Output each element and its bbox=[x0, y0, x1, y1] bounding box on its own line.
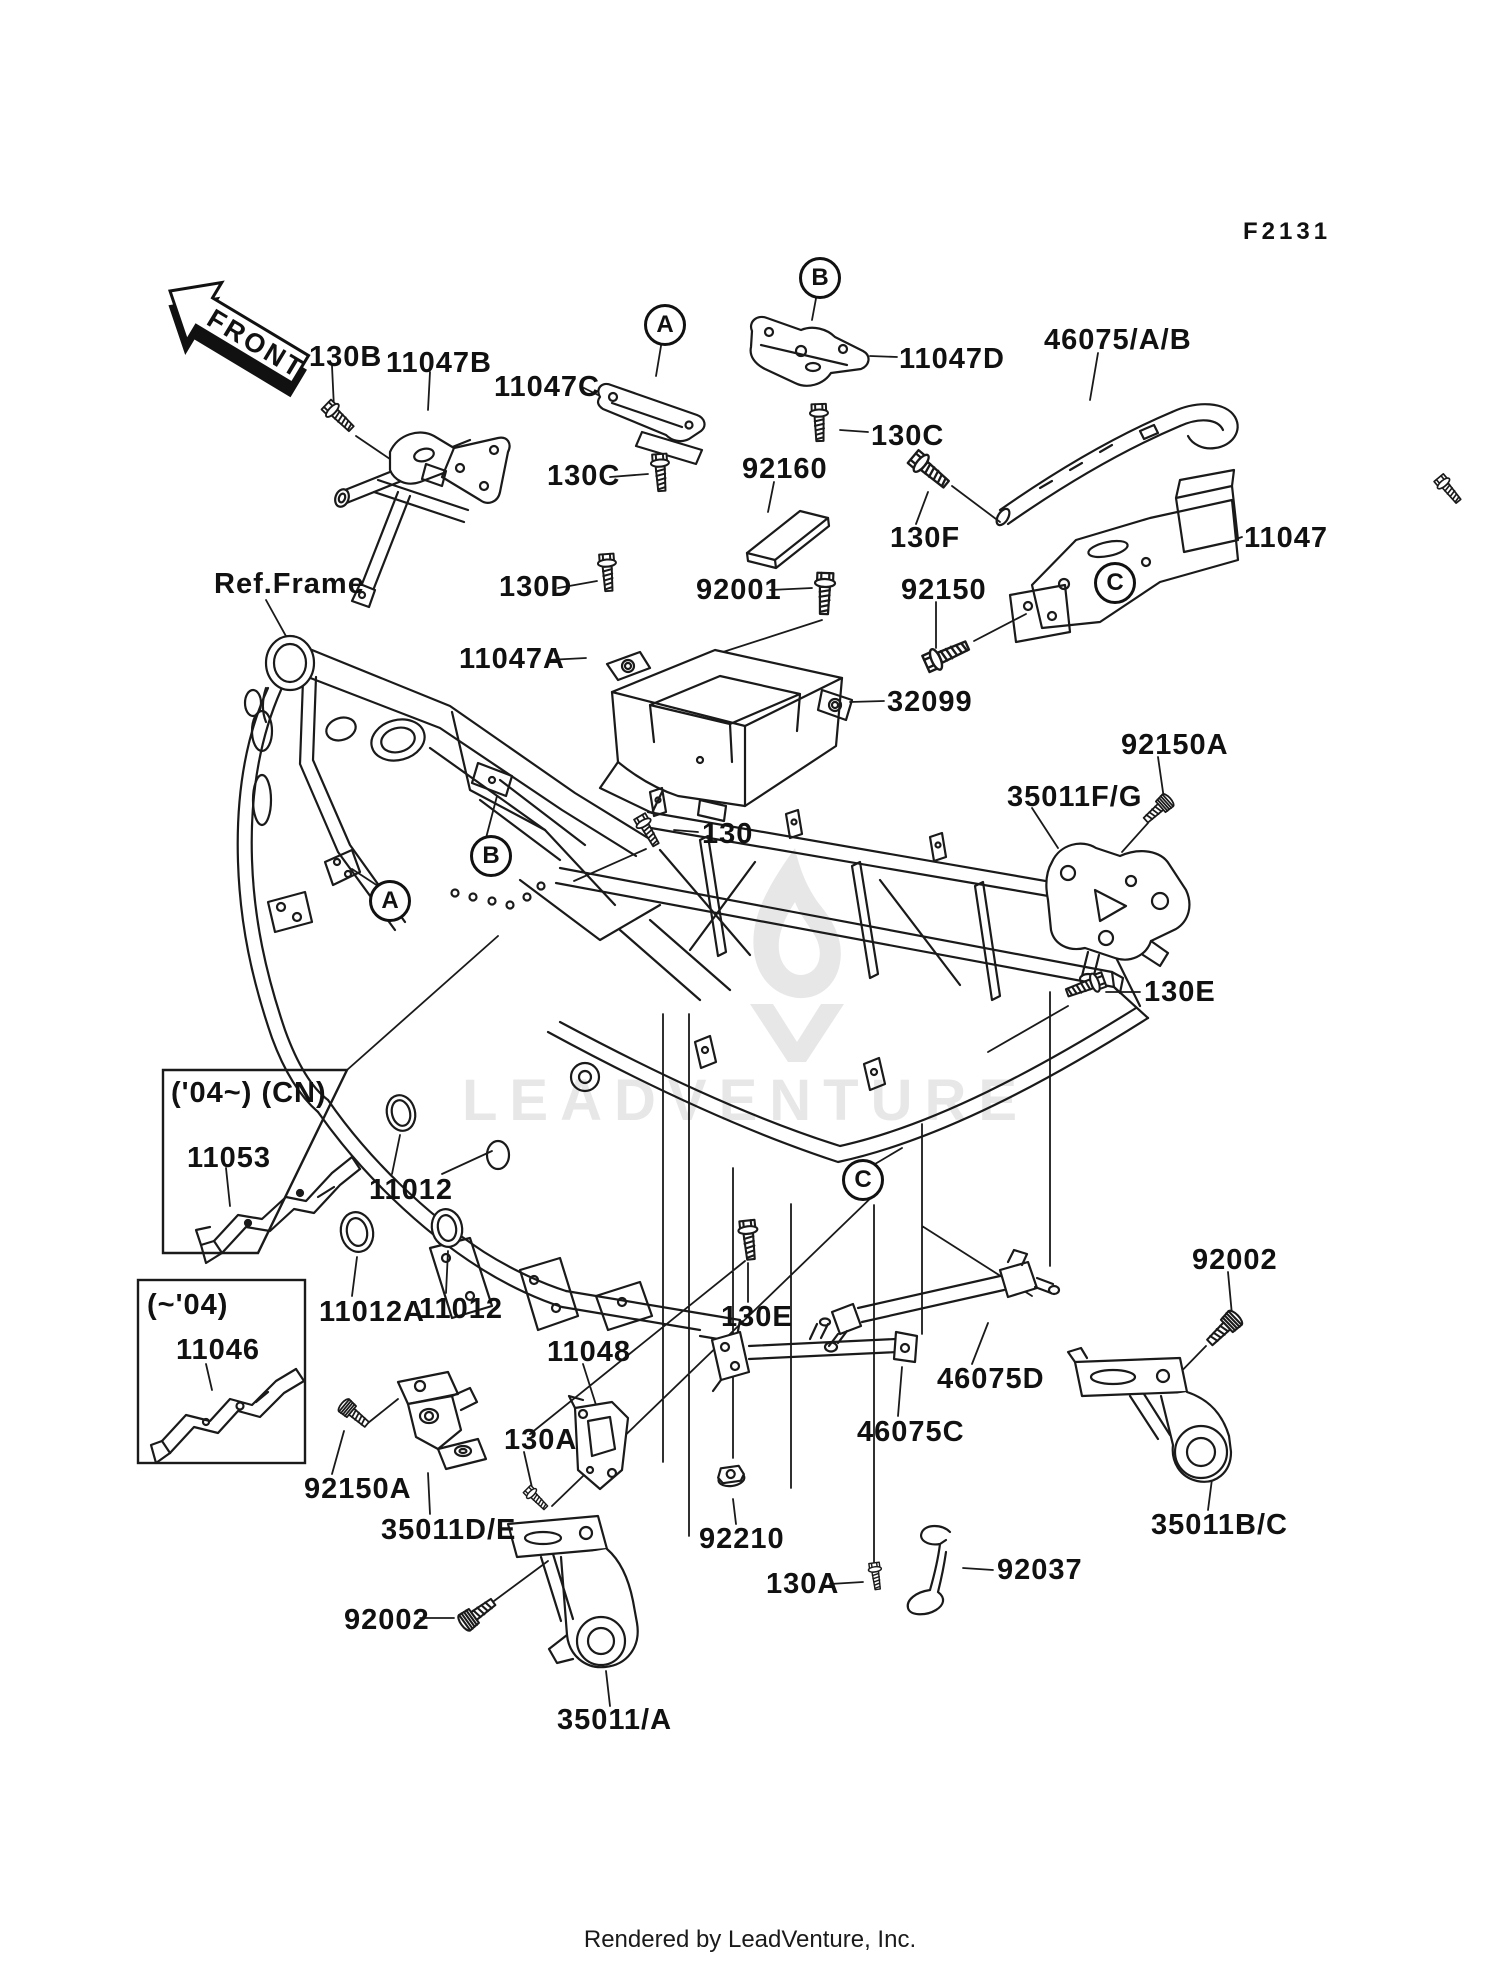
callout-130b: 130B bbox=[309, 341, 383, 373]
variant-box-pre04-label: (~'04) bbox=[147, 1289, 229, 1321]
callout-35011bc: 35011B/C bbox=[1151, 1509, 1288, 1541]
callout-35011fg: 35011F/G bbox=[1007, 781, 1143, 813]
callout-11047b: 11047B bbox=[386, 347, 492, 379]
screw-92150a-icon bbox=[335, 1396, 373, 1432]
callout-92150a: 92150A bbox=[304, 1473, 412, 1505]
callout-130c: 130C bbox=[871, 420, 945, 452]
callout-11048: 11048 bbox=[547, 1336, 632, 1368]
callout-130f: 130F bbox=[890, 522, 961, 554]
callout-11012: 11012 bbox=[419, 1293, 504, 1325]
part-drawings bbox=[149, 315, 1466, 1669]
callout-32099: 32099 bbox=[887, 686, 973, 718]
part-11048-drawing bbox=[567, 1394, 630, 1491]
frame-drawing bbox=[236, 634, 1150, 1344]
callout-35011a: 35011/A bbox=[557, 1704, 673, 1736]
watermark-text: LEADVENTURE bbox=[462, 1068, 1029, 1133]
bolt-92150-icon bbox=[920, 634, 973, 676]
bolt-130c-icon bbox=[808, 402, 830, 443]
ref-bubble-c: C bbox=[842, 1159, 884, 1201]
part-92160-drawing bbox=[745, 509, 831, 570]
callout-92037: 92037 bbox=[997, 1554, 1083, 1586]
callout-11047c: 11047C bbox=[494, 371, 600, 403]
callout-11012a: 11012A bbox=[319, 1296, 425, 1328]
figure-code: F2131 bbox=[1243, 218, 1332, 245]
bolt-92001-icon bbox=[812, 571, 837, 616]
part-11047-drawing bbox=[1008, 468, 1240, 644]
bolt-130f-icon bbox=[905, 447, 955, 494]
screw-92002-icon bbox=[454, 1593, 500, 1634]
part-35011bc-drawing bbox=[1066, 1346, 1233, 1483]
part-11047b-drawing bbox=[334, 431, 511, 609]
leader-lines bbox=[205, 292, 1243, 1707]
bolt-130a-icon bbox=[521, 1483, 552, 1514]
callout-92001: 92001 bbox=[696, 574, 782, 606]
bolt-130c-icon bbox=[649, 452, 672, 493]
variant-box-04on-label: ('04~) (CN) bbox=[171, 1077, 327, 1109]
bolt-130d-icon bbox=[596, 552, 619, 593]
part-46075ab-drawing bbox=[995, 403, 1239, 527]
bolt-130a-icon bbox=[866, 1561, 885, 1591]
callout-46075c: 46075C bbox=[857, 1416, 965, 1448]
callout-130d: 130D bbox=[499, 571, 573, 603]
callout-92160: 92160 bbox=[742, 453, 828, 485]
callout-35011de: 35011D/E bbox=[381, 1514, 517, 1546]
callout-92002: 92002 bbox=[1192, 1244, 1278, 1276]
ref-bubble-a: A bbox=[369, 880, 411, 922]
callout-130a: 130A bbox=[504, 1424, 578, 1456]
bolt-130b-icon bbox=[319, 397, 359, 436]
ref-bubble-c: C bbox=[1094, 562, 1136, 604]
callout-130e: 130E bbox=[1144, 976, 1216, 1008]
watermark-flame-icon bbox=[750, 848, 844, 1062]
part-32099-drawing bbox=[598, 648, 854, 823]
part-11046-drawing bbox=[149, 1367, 306, 1465]
callout-11012: 11012 bbox=[369, 1174, 454, 1206]
bolt-11047-icon bbox=[1432, 472, 1466, 507]
callout-46075d: 46075D bbox=[937, 1363, 1045, 1395]
callout-92210: 92210 bbox=[699, 1523, 785, 1555]
ref-bubble-b: B bbox=[470, 835, 512, 877]
part-35011a-drawing bbox=[506, 1514, 639, 1669]
part-11047d-drawing bbox=[749, 315, 870, 387]
callout-11047d: 11047D bbox=[899, 343, 1005, 375]
callout-11047a: 11047A bbox=[459, 643, 565, 675]
callout-11046: 11046 bbox=[176, 1334, 261, 1366]
part-11047c-drawing bbox=[596, 382, 706, 466]
callout-46075ab: 46075/A/B bbox=[1044, 324, 1192, 356]
part-46075d-drawing bbox=[823, 1248, 1061, 1353]
bolt-130e-icon bbox=[736, 1218, 762, 1262]
callout-11053: 11053 bbox=[187, 1142, 272, 1174]
callout-92150a: 92150A bbox=[1121, 729, 1229, 761]
callout-11047: 11047 bbox=[1244, 522, 1329, 554]
callout-130: 130 bbox=[702, 818, 754, 850]
nut-92210-icon bbox=[715, 1464, 747, 1489]
screw-92150a-icon bbox=[1139, 791, 1177, 828]
callout-92150: 92150 bbox=[901, 574, 987, 606]
ref-bubble-b: B bbox=[799, 257, 841, 299]
callout-130a: 130A bbox=[766, 1568, 840, 1600]
ref-bubble-a: A bbox=[644, 304, 686, 346]
front-arrow: FRONT bbox=[168, 280, 311, 398]
part-35011de-drawing bbox=[396, 1370, 488, 1471]
callout-92002: 92002 bbox=[344, 1604, 430, 1636]
screw-92002-icon bbox=[1202, 1307, 1246, 1351]
callout-130c: 130C bbox=[547, 460, 621, 492]
rendered-by-credit: Rendered by LeadVenture, Inc. bbox=[583, 1926, 917, 1953]
part-92037-drawing bbox=[906, 1524, 952, 1616]
callout-130e: 130E bbox=[721, 1301, 793, 1333]
part-46075c-drawing bbox=[710, 1317, 919, 1393]
ref-frame-label: Ref.Frame bbox=[214, 568, 365, 600]
part-11053-drawing bbox=[194, 1155, 362, 1265]
variant-boxes bbox=[136, 1068, 349, 1465]
